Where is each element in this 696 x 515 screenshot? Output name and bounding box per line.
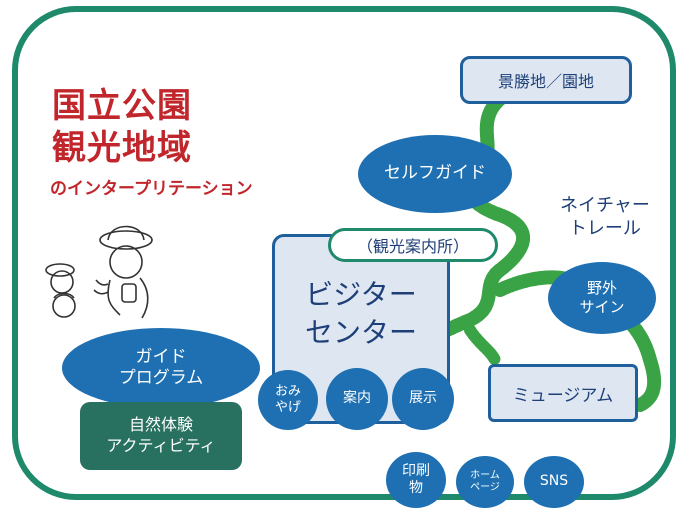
nature-activity-box: 自然体験 アクティビティ: [80, 402, 242, 470]
museum-box: ミュージアム: [488, 364, 638, 422]
visitor-center-tag: （観光案内所）: [328, 228, 498, 262]
self-guide-oval: セルフガイド: [358, 135, 512, 213]
sns-circle: SNS: [524, 456, 584, 508]
printed-matter-circle: 印刷 物: [386, 452, 446, 508]
national-park-frame: [12, 6, 676, 500]
homepage-circle: ホーム ページ: [456, 456, 514, 508]
guide-program-oval: ガイド プログラム: [62, 328, 260, 408]
guide-figures: [45, 225, 153, 319]
nature-trail-label: ネイチャー トレール: [560, 195, 650, 239]
info-circle: 案内: [326, 368, 388, 430]
outdoor-sign-oval: 野外 サイン: [548, 262, 656, 334]
title-line-1: 国立公園: [52, 86, 192, 126]
exhibit-circle: 展示: [392, 368, 454, 430]
title-line-3: のインタープリテーション: [50, 179, 253, 199]
title-line-2: 観光地域: [52, 128, 192, 168]
scenic-spot-box: 景勝地／園地: [460, 56, 632, 104]
souvenir-circle: おみ やげ: [258, 370, 318, 430]
